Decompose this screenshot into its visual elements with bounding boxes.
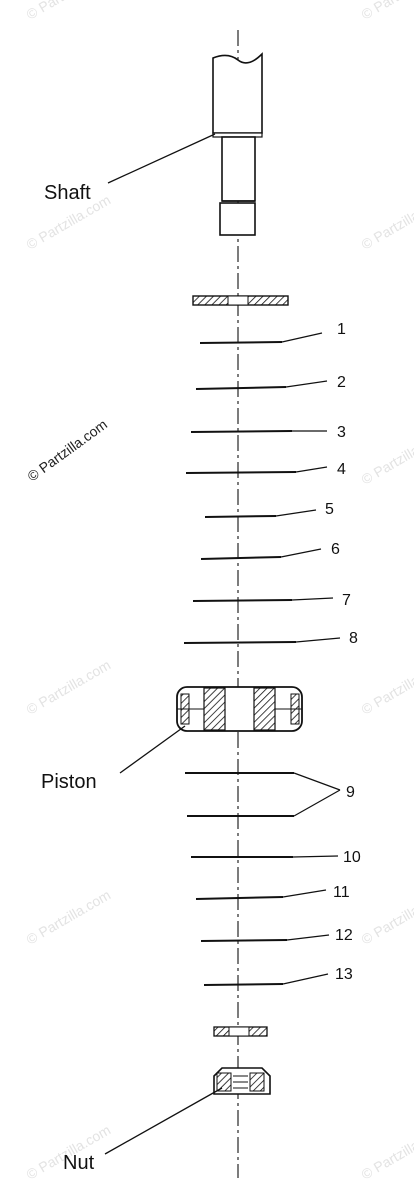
- callout-4: 4: [337, 461, 346, 478]
- shim-5: [204, 515, 277, 518]
- watermark-text: © Partzilla.com: [24, 0, 114, 23]
- callout-12: 12: [335, 927, 353, 944]
- watermark-text: © Partzilla.com: [359, 192, 414, 253]
- bottom-washer: [213, 1026, 268, 1037]
- main-watermark-text: © Partzilla.com: [24, 416, 110, 484]
- shaft-part: [212, 52, 263, 236]
- shaft-leader-line: [107, 133, 216, 184]
- callout-9: 9: [346, 784, 355, 801]
- callout-2: 2: [337, 374, 346, 391]
- shim-stack-lower: [191, 856, 293, 986]
- shim-3: [190, 430, 293, 433]
- watermark-text: © Partzilla.com: [359, 1122, 414, 1183]
- nut-leader-line: [104, 1087, 223, 1155]
- shim-7: [192, 599, 293, 602]
- callout-7: 7: [342, 592, 351, 609]
- callout-leaders-lower: [282, 855, 339, 985]
- shim-11: [195, 896, 284, 900]
- shim-stack-9: [185, 772, 341, 817]
- shim-8: [183, 641, 297, 644]
- shim-4: [185, 471, 297, 474]
- watermark-text: © Partzilla.com: [359, 0, 414, 23]
- watermark-text: © Partzilla.com: [359, 657, 414, 718]
- shaft-label: Shaft: [44, 182, 91, 204]
- callout-3: 3: [337, 424, 346, 441]
- watermark-text: © Partzilla.com: [359, 427, 414, 488]
- callout-leaders-upper: [275, 332, 341, 643]
- piston-label: Piston: [41, 771, 97, 793]
- callout-1: 1: [337, 321, 346, 338]
- top-washer: [192, 295, 289, 306]
- callout-10: 10: [343, 849, 361, 866]
- callout-6: 6: [331, 541, 340, 558]
- piston-part: [176, 686, 303, 732]
- shim-6: [200, 556, 282, 560]
- watermark-text: © Partzilla.com: [24, 657, 114, 718]
- callout-13: 13: [335, 966, 353, 983]
- nut-label: Nut: [63, 1152, 95, 1174]
- piston-leader-line: [119, 725, 186, 774]
- callout-11: 11: [333, 884, 350, 901]
- shim-stack-upper: [183, 341, 297, 644]
- nut-part: [213, 1067, 271, 1095]
- shim-1: [199, 341, 283, 344]
- callout-5: 5: [325, 501, 334, 518]
- shim-2: [195, 386, 287, 390]
- shim-12: [200, 939, 288, 942]
- callout-8: 8: [349, 630, 358, 647]
- watermark-text: © Partzilla.com: [359, 887, 414, 948]
- main-watermark: © Partzilla.com: [24, 416, 110, 484]
- watermark-text: © Partzilla.com: [24, 887, 114, 948]
- background-watermarks: © Partzilla.com: [24, 0, 114, 23]
- shim-13: [203, 983, 284, 986]
